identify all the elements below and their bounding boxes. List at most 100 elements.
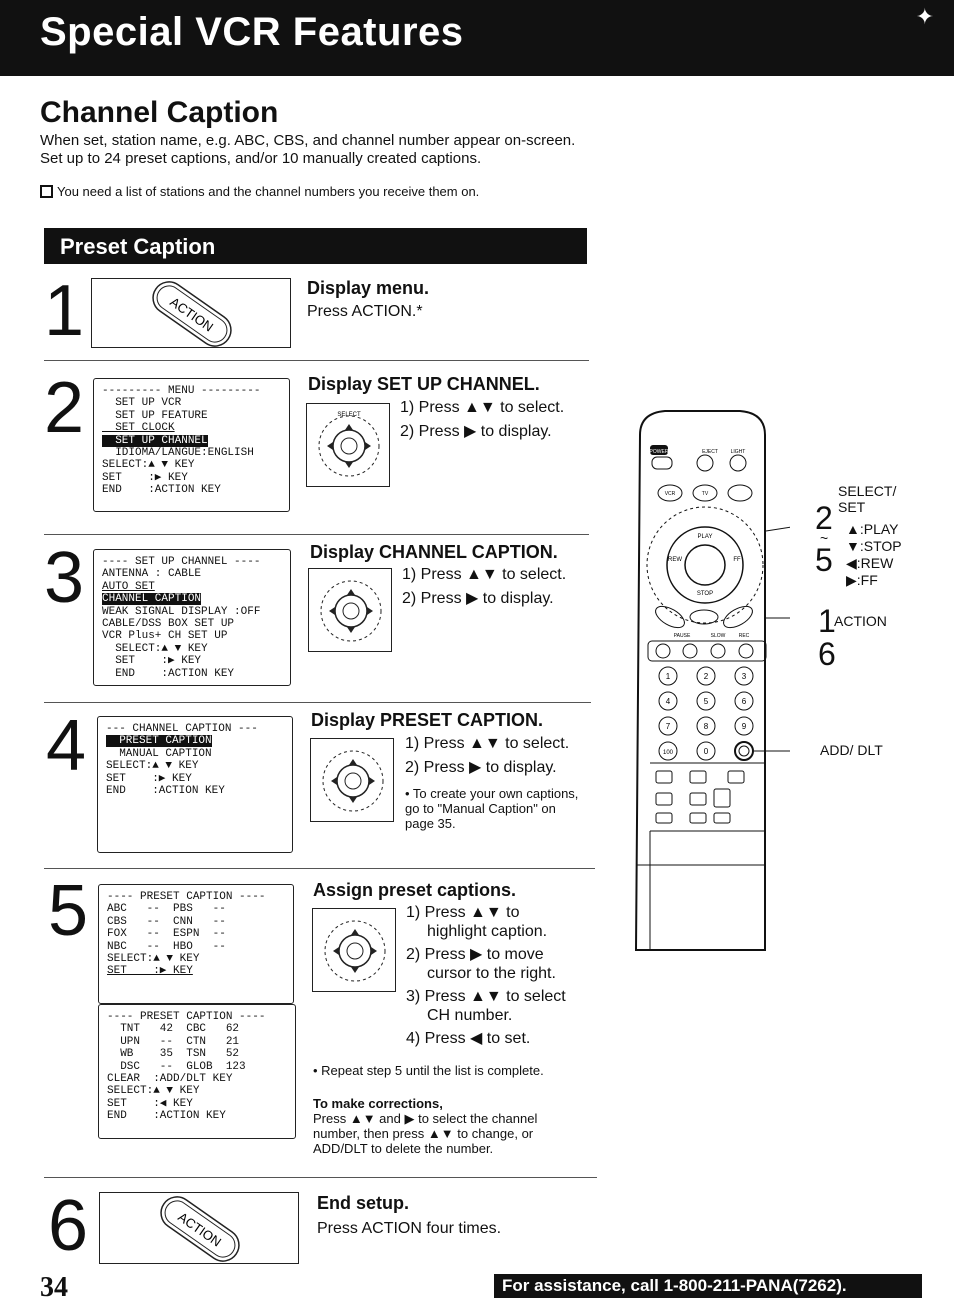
page-header-bar: Special VCR Features ✦ bbox=[0, 0, 954, 76]
step-5-line-4: 4) Press ◀ to set. bbox=[406, 1030, 531, 1047]
svg-text:4: 4 bbox=[666, 697, 671, 706]
step-6-number: 6 bbox=[48, 1186, 89, 1266]
digit-button[interactable] bbox=[696, 691, 716, 711]
svg-text:2: 2 bbox=[704, 672, 709, 681]
divider bbox=[44, 868, 595, 869]
action-button-icon: ACTION bbox=[152, 281, 232, 347]
digit-button[interactable] bbox=[658, 716, 678, 736]
remote-label-tilde: ~ bbox=[820, 530, 829, 546]
svg-text:1: 1 bbox=[666, 672, 671, 681]
tv-button[interactable] bbox=[692, 484, 718, 502]
action-button-icon: ACTION bbox=[160, 1196, 240, 1262]
svg-text:9: 9 bbox=[742, 722, 747, 731]
intro-line-1: When set, station name, e.g. ABC, CBS, a… bbox=[40, 132, 576, 149]
digit-button[interactable] bbox=[734, 716, 754, 736]
remote-control-illustration: POWER EJECT LIGHT VCR TV PLAY REW FF STO… bbox=[634, 410, 790, 951]
step-3-pad-box bbox=[308, 568, 392, 652]
light-button[interactable] bbox=[729, 454, 747, 472]
page-title: Special VCR Features bbox=[40, 10, 464, 54]
step-6-title: End setup. bbox=[317, 1193, 410, 1213]
step-4-line-2: 2) Press ▶ to display. bbox=[405, 759, 557, 776]
action-button[interactable] bbox=[652, 602, 688, 632]
select-button[interactable] bbox=[689, 609, 719, 625]
digit-button[interactable] bbox=[696, 716, 716, 736]
remote-label-rew: ◀:REW bbox=[846, 555, 894, 571]
svg-text:5: 5 bbox=[704, 697, 709, 706]
divider bbox=[44, 702, 591, 703]
step-1-action-button-box: ACTION bbox=[91, 278, 291, 348]
step-5-pad-box bbox=[312, 908, 396, 992]
step-2-pad-box: SELECT bbox=[306, 403, 390, 487]
divider bbox=[44, 534, 589, 535]
step-1-text: Press ACTION.* bbox=[307, 303, 423, 320]
digit-button[interactable] bbox=[696, 741, 716, 761]
remote-label-action: ACTION bbox=[834, 613, 887, 629]
remote-label-step-5: 5 bbox=[815, 542, 833, 578]
svg-text:SLOW: SLOW bbox=[711, 633, 726, 639]
step-3-line-1: 1) Press ▲▼ to select. bbox=[402, 566, 567, 583]
svg-text:FF: FF bbox=[733, 557, 741, 563]
corrections-title: To make corrections, bbox=[313, 1096, 443, 1111]
divider bbox=[44, 1177, 597, 1178]
remote-label-add-dlt: ADD/ DLT bbox=[820, 742, 883, 758]
remote-label-step-2: 2 bbox=[815, 500, 833, 536]
svg-text:LIGHT: LIGHT bbox=[731, 449, 746, 455]
digit-button[interactable] bbox=[696, 666, 716, 686]
step-5-preset-caption-screen-a: ---- PRESET CAPTION ----ABC -- PBS --CBS… bbox=[98, 884, 294, 1004]
svg-text:0: 0 bbox=[704, 747, 709, 756]
step-5-preset-caption-screen-b: ---- PRESET CAPTION ---- TNT 42 CBC 62 U… bbox=[98, 1004, 296, 1139]
step-4-number: 4 bbox=[46, 706, 87, 786]
digit-button[interactable] bbox=[658, 691, 678, 711]
remote-label-select: SELECT/ bbox=[838, 483, 897, 499]
svg-text:PLAY: PLAY bbox=[698, 534, 713, 540]
divider bbox=[44, 360, 589, 361]
step-4-pad-box bbox=[310, 738, 394, 822]
step-6-action-button-box: ACTION bbox=[99, 1192, 299, 1264]
direction-pad-icon bbox=[322, 750, 384, 812]
checkbox-icon bbox=[40, 185, 53, 198]
jog-dial[interactable] bbox=[684, 544, 726, 586]
corrections-text: Press ▲▼ and ▶ to select the channel num… bbox=[313, 1111, 538, 1156]
remote-label-play: ▲:PLAY bbox=[846, 521, 899, 537]
remote-label-ff: ▶:FF bbox=[846, 572, 878, 588]
add-dlt-button[interactable] bbox=[734, 741, 754, 761]
prog-button[interactable] bbox=[720, 602, 756, 632]
step-2-line-2: 2) Press ▶ to display. bbox=[400, 423, 552, 440]
digit-button[interactable] bbox=[658, 741, 678, 761]
step-4-title: Display PRESET CAPTION. bbox=[311, 710, 544, 730]
pad-select-label: SELECT bbox=[337, 412, 361, 418]
section-title: Channel Caption bbox=[40, 96, 279, 129]
digit-button[interactable] bbox=[734, 666, 754, 686]
vcr-button[interactable] bbox=[657, 484, 683, 502]
digit-button[interactable] bbox=[658, 666, 678, 686]
step-2-number: 2 bbox=[44, 368, 85, 448]
step-6-text: Press ACTION four times. bbox=[317, 1220, 502, 1237]
step-3-title: Display CHANNEL CAPTION. bbox=[310, 542, 558, 562]
svg-text:TV: TV bbox=[702, 491, 709, 497]
step-2-line-1: 1) Press ▲▼ to select. bbox=[400, 399, 565, 416]
svg-text:6: 6 bbox=[742, 697, 747, 706]
eject-button[interactable] bbox=[696, 454, 714, 472]
power-button[interactable] bbox=[650, 445, 668, 455]
direction-pad-icon: SELECT bbox=[318, 412, 380, 477]
remote-label-stop: ▼:STOP bbox=[846, 538, 902, 554]
step-4-channel-caption-screen: --- CHANNEL CAPTION --- PRESET CAPTION M… bbox=[97, 716, 293, 853]
step-3-number: 3 bbox=[44, 538, 85, 618]
step-5-number: 5 bbox=[48, 871, 89, 951]
jog-shuttle-ring[interactable] bbox=[666, 526, 744, 604]
svg-text:3: 3 bbox=[742, 672, 747, 681]
svg-text:REW: REW bbox=[668, 557, 682, 563]
digit-button[interactable] bbox=[734, 691, 754, 711]
page-number: 34 bbox=[40, 1272, 68, 1303]
svg-text:8: 8 bbox=[704, 722, 709, 731]
step-5-title: Assign preset captions. bbox=[313, 880, 517, 900]
svg-text:EJECT: EJECT bbox=[702, 449, 718, 455]
step-1-title: Display menu. bbox=[307, 278, 430, 298]
svg-text:7: 7 bbox=[666, 722, 671, 731]
step-2-title: Display SET UP CHANNEL. bbox=[308, 374, 540, 394]
dss-cable-button[interactable] bbox=[727, 484, 753, 502]
